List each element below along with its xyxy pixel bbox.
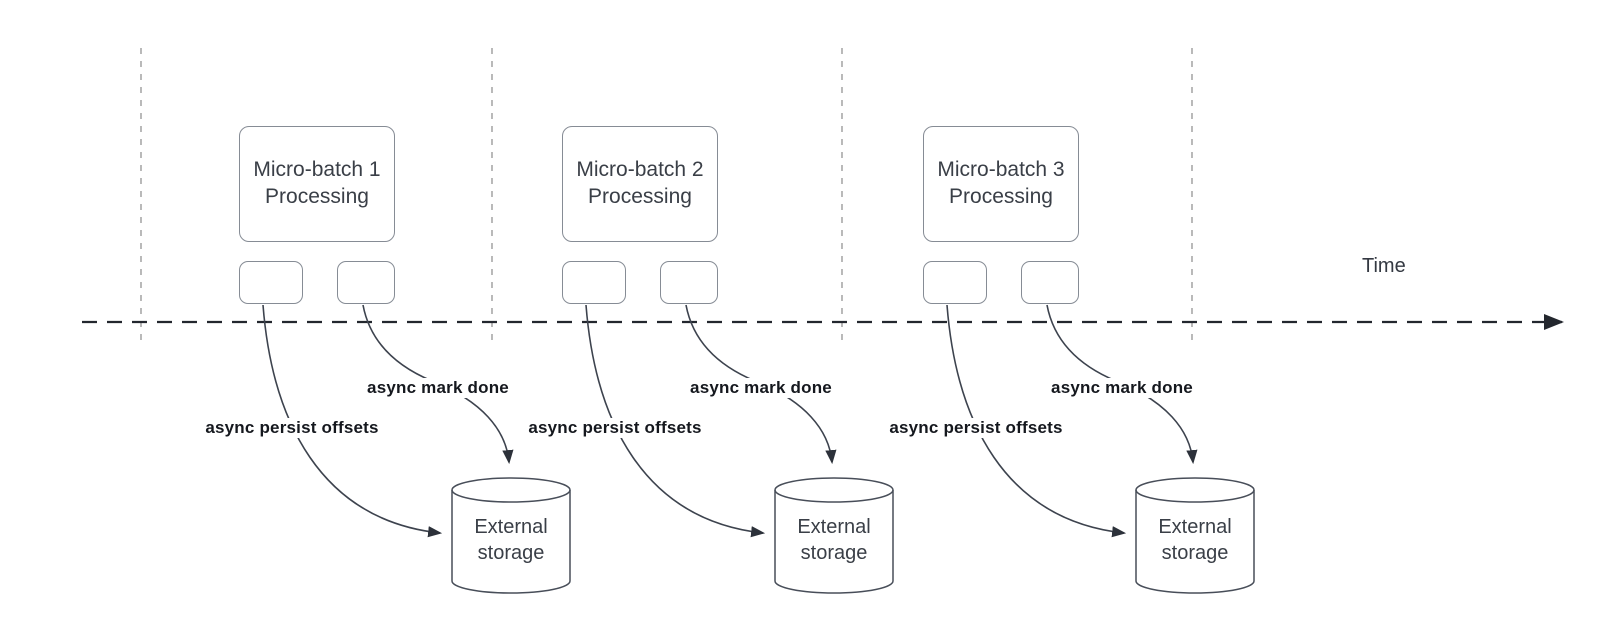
async-persist-offsets-arrow [585, 304, 766, 538]
async-persist-offsets-arrow [946, 304, 1127, 538]
cylinder-rim [774, 489, 894, 503]
async-mark-done-arrow [362, 304, 514, 465]
cylinder-rim [1135, 489, 1255, 503]
async-persist-offsets-arrow [262, 304, 443, 538]
async-mark-done-arrow [685, 304, 837, 465]
external-storage-cylinder [1135, 477, 1255, 594]
time-axis-label: Time [1362, 255, 1406, 277]
async-mark-done-arrow [1046, 304, 1198, 465]
cylinder-rim [451, 489, 571, 503]
external-storage-cylinder [774, 477, 894, 594]
external-storage-cylinder [451, 477, 571, 594]
